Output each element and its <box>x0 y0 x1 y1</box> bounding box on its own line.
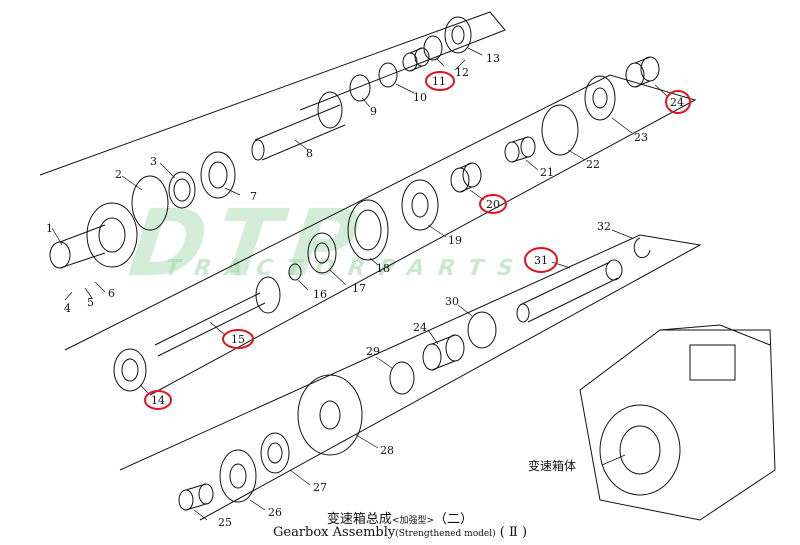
washer-9 <box>349 74 371 102</box>
part-label: 16 <box>313 288 327 301</box>
part-label: 25 <box>218 516 232 529</box>
shaft-15 <box>154 276 281 357</box>
gear-26 <box>219 449 257 503</box>
gear-17 <box>307 232 337 274</box>
input-flange <box>49 202 138 269</box>
part-label: 19 <box>448 234 462 247</box>
part-labels: 1 2 3 4 5 6 7 8 9 10 11 12 13 14 15 16 1… <box>46 52 684 529</box>
title-chinese: 变速箱总成<加强型>（二） <box>326 512 474 527</box>
needle-bearing-11 <box>402 47 430 72</box>
highlight-14 <box>144 390 172 410</box>
part-label: 6 <box>108 287 115 300</box>
frame-bottom <box>119 234 702 521</box>
part-label: 9 <box>370 105 377 118</box>
part-label: 26 <box>268 506 282 519</box>
bearing-3 <box>168 171 196 209</box>
part-label: 14 <box>151 394 165 407</box>
part-label: 12 <box>455 66 469 79</box>
gear-28 <box>297 374 363 456</box>
highlight-15 <box>222 329 254 349</box>
frame-top <box>39 11 506 176</box>
part-label: 27 <box>313 481 327 494</box>
highlight-marks <box>144 71 691 410</box>
gasket-ring <box>131 175 169 231</box>
title-cn-qualifier: 加强型 <box>399 516 427 526</box>
part-label: 13 <box>486 52 500 65</box>
part-label: 21 <box>540 166 554 179</box>
title-cn-main: 变速箱总成 <box>326 512 392 527</box>
part-label: 28 <box>380 444 394 457</box>
shaft-31 <box>516 259 623 323</box>
title-cn-suffix: （二） <box>434 512 474 527</box>
gear-27 <box>260 432 290 474</box>
housing-label: 变速箱体 <box>528 458 576 473</box>
title-english: Gearbox Assembly(Strengthened model) ( Ⅱ… <box>0 525 800 540</box>
part-label: 18 <box>376 262 390 275</box>
gear-19 <box>401 179 439 231</box>
circlip-32 <box>633 237 651 259</box>
needle-bearing-24-lower <box>422 334 465 371</box>
part-label: 20 <box>486 198 500 211</box>
part-label: 22 <box>586 158 600 171</box>
part-label: 15 <box>231 333 245 346</box>
highlight-24-top <box>665 90 691 114</box>
part-label: 8 <box>306 147 313 160</box>
bushing-25 <box>178 483 214 511</box>
washer-10 <box>378 62 398 88</box>
part-label: 17 <box>352 282 366 295</box>
part-label: 31 <box>534 254 548 267</box>
needle-bearing-24-top <box>625 56 660 88</box>
bearing-7 <box>200 151 236 199</box>
gearbox-housing <box>579 324 776 521</box>
part-label: 2 <box>115 168 122 181</box>
part-label: 29 <box>366 345 380 358</box>
part-label: 4 <box>64 302 71 315</box>
part-label: 23 <box>634 131 648 144</box>
bearing-14 <box>113 348 147 392</box>
washer-12 <box>423 35 443 61</box>
part-label: 11 <box>432 75 446 88</box>
highlight-11 <box>425 71 455 91</box>
needle-bearing-16 <box>288 263 302 281</box>
part-label: 10 <box>413 91 427 104</box>
disc-22 <box>541 104 579 156</box>
sync-ring-18 <box>347 199 389 261</box>
part-label: 3 <box>150 155 157 168</box>
needle-bearing-20 <box>450 162 482 193</box>
ring-30 <box>467 311 497 349</box>
part-label: 32 <box>597 220 611 233</box>
highlight-20 <box>479 194 507 214</box>
title-en-suffix: ( Ⅱ ) <box>499 525 528 540</box>
part-label: 24 <box>670 96 684 109</box>
gear-23 <box>584 75 616 121</box>
part-label: 7 <box>250 190 257 203</box>
title-en-qualifier: (Strengthened model) <box>395 529 496 539</box>
ring-29 <box>389 361 415 395</box>
bushing-21 <box>504 136 536 163</box>
part-label: 30 <box>445 295 459 308</box>
part-label: 5 <box>87 296 94 309</box>
gear-13 <box>444 16 472 54</box>
part-label: 24 <box>413 321 427 334</box>
part-label: 1 <box>46 222 53 235</box>
shaft-8 <box>251 91 346 161</box>
title-en-main: Gearbox Assembly <box>272 525 396 540</box>
highlight-31 <box>524 247 558 273</box>
frame-middle <box>64 74 697 396</box>
